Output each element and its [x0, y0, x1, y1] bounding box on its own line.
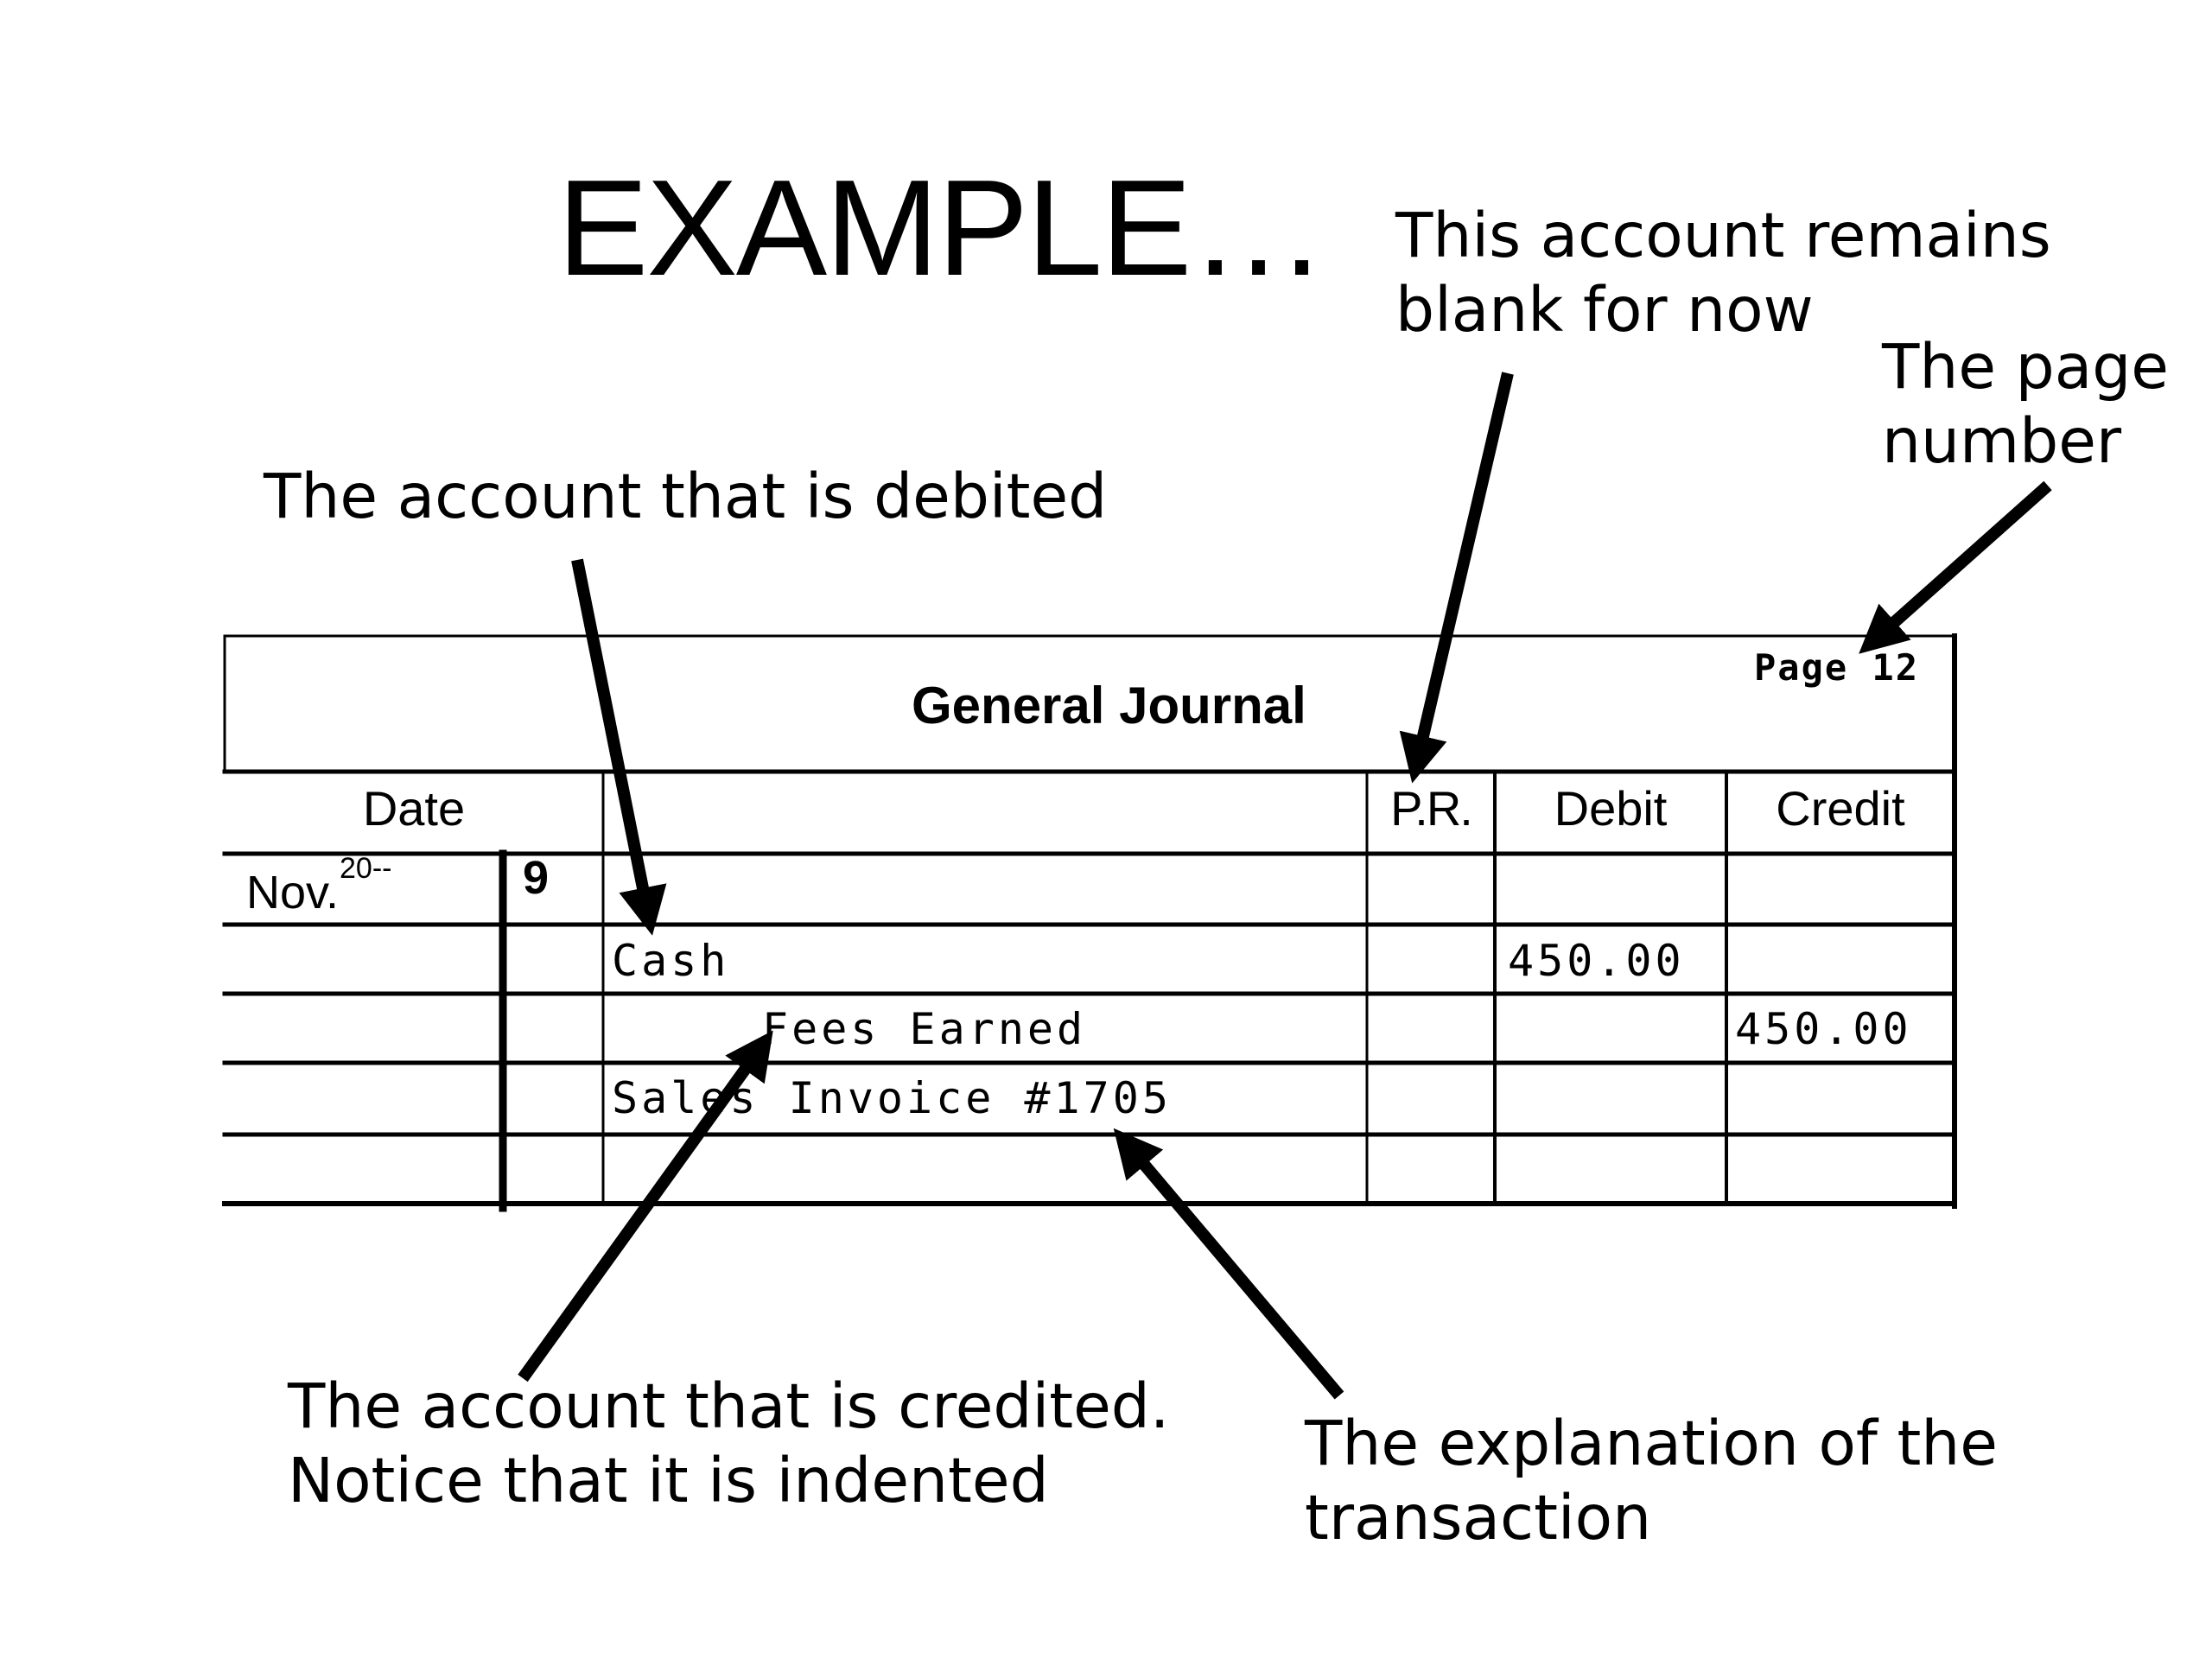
column-header-debit: Debit [1554, 781, 1668, 836]
callout-pr-blank: This account remains blank for now [1395, 200, 2051, 346]
arrow-debited [571, 558, 667, 936]
entry-year: 20-- [340, 852, 392, 885]
column-header-pr: P.R. [1390, 781, 1473, 836]
callout-debited: The account that is debited [264, 461, 1108, 532]
arrow-page-number [1859, 480, 2052, 654]
page-number-label: Page 12 [1754, 646, 1920, 689]
transaction-explanation: Sales Invoice #1705 [612, 1073, 1172, 1123]
arrow-credited [518, 1030, 773, 1382]
credit-account-indented: Fees Earned [762, 1004, 1087, 1054]
callout-explanation: The explanation of the transaction [1305, 1408, 1998, 1554]
journal-title: General Journal [912, 677, 1306, 734]
column-header-date: Date [362, 781, 466, 836]
credit-amount: 450.00 [1735, 1004, 1912, 1054]
entry-month: Nov. [246, 867, 340, 918]
debit-amount: 450.00 [1508, 936, 1685, 986]
callout-page-number: The page number [1882, 331, 2169, 477]
callout-credited: The account that is credited. Notice tha… [288, 1370, 1170, 1516]
entry-day: 9 [523, 852, 550, 904]
arrow-explanation [1113, 1128, 1344, 1400]
column-header-credit: Credit [1776, 781, 1905, 836]
arrow-pr-blank [1399, 372, 1514, 784]
debit-account: Cash [612, 936, 730, 986]
slide-title: EXAMPLE… [557, 152, 1326, 304]
